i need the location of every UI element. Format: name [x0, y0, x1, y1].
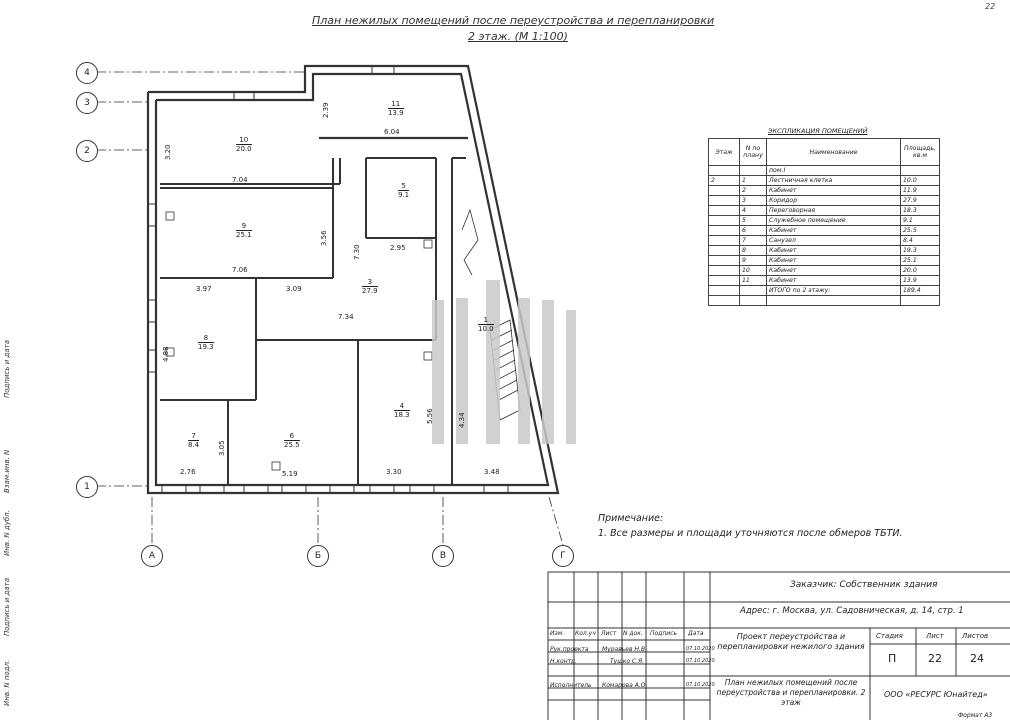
stage-value: П: [888, 652, 897, 665]
axis-marker-a: А: [141, 545, 163, 567]
table-header: Наименование: [766, 138, 901, 166]
stage-label: Стадия: [876, 632, 903, 640]
customer-label: Заказчик: Собственник здания: [790, 580, 938, 590]
person-role: Исполнитель: [550, 682, 592, 689]
table-header: Этаж: [708, 138, 740, 166]
sheet-value: 22: [928, 652, 942, 665]
stamp-col-header: N док.: [623, 630, 643, 637]
dimension-label: 3.48: [484, 468, 500, 476]
explication-table: Этаж N по плану Наименование Площадь, кв…: [708, 138, 940, 306]
stamp-col-header: Дата: [688, 630, 704, 637]
drawing-title: План нежилых помещений после переустройс…: [312, 14, 715, 27]
sheets-label: Листов: [962, 632, 989, 640]
axis-marker-1: 1: [76, 476, 98, 498]
person-date: 07.10.2020: [686, 658, 715, 664]
person-name: Тушко С.Я.: [610, 658, 645, 665]
person-role: Н.контр.: [550, 658, 577, 665]
sheets-value: 24: [970, 652, 984, 665]
axis-marker-v: В: [432, 545, 454, 567]
note-title: Примечание:: [598, 513, 664, 524]
dimension-label: 2.95: [390, 244, 406, 252]
dimension-label: 7.34: [338, 313, 354, 321]
stamp-col-header: Изм.: [550, 630, 565, 637]
sheet-label: Лист: [926, 632, 944, 640]
dimension-label: 6.04: [384, 128, 400, 136]
stamp-col-header: Лист: [601, 630, 617, 637]
dimension-label: 3.09: [286, 285, 302, 293]
drawing-name: План нежилых помещений после переустройс…: [716, 678, 866, 707]
dimension-label: 3.30: [386, 468, 402, 476]
stamp-col-header: Кол.уч: [575, 630, 596, 637]
person-date: 07.10.2020: [686, 682, 715, 688]
explication-title: ЭКСПЛИКАЦИЯ ПОМЕЩЕНИЙ: [768, 127, 868, 135]
axis-marker-4: 4: [76, 62, 98, 84]
page-number: 22: [985, 2, 996, 11]
axis-marker-2: 2: [76, 140, 98, 162]
format-label: Формат А3: [958, 712, 993, 719]
axis-marker-g: Г: [552, 545, 574, 567]
dimension-label: 2.76: [180, 468, 196, 476]
dimension-label: 5.19: [282, 470, 298, 478]
stamp-col-header: Подпись: [650, 630, 677, 637]
dimension-label: 7.06: [232, 266, 248, 274]
axis-marker-3: 3: [76, 92, 98, 114]
person-date: 07.10.2020: [686, 646, 715, 652]
project-name: Проект переустройства и перепланировки н…: [717, 632, 865, 651]
person-role: Рук.проекта: [550, 646, 589, 653]
dimension-label: 3.97: [196, 285, 212, 293]
person-name: Муравьев Н.В.: [602, 646, 647, 653]
address-label: Адрес: г. Москва, ул. Садовническая, д. …: [740, 606, 964, 616]
note-text: 1. Все размеры и площади уточняются посл…: [598, 528, 903, 539]
person-name: Комарова А.О.: [602, 682, 648, 689]
dimension-label: 7.04: [232, 176, 248, 184]
axis-marker-b: Б: [307, 545, 329, 567]
drawing-subtitle: 2 этаж. (М 1:100): [468, 30, 568, 43]
company-name: ООО «РЕСУРС Юнайтед»: [884, 690, 988, 699]
